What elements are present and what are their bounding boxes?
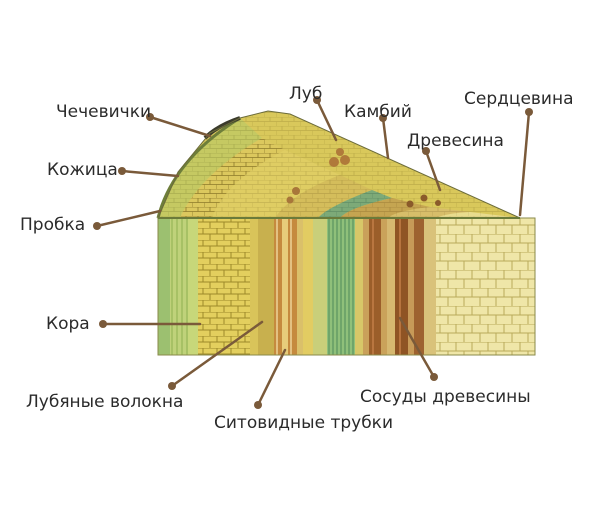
leader-line-wood-vessels: [398, 316, 436, 379]
leader-dot-wood: [422, 147, 430, 155]
leader-dot-phloem: [313, 96, 321, 104]
leader-dot-sieve-tubes: [254, 401, 262, 409]
label-lenticels: Чечевички: [56, 102, 152, 122]
label-pith: Сердцевина: [464, 89, 574, 109]
label-bark: Кора: [46, 314, 90, 334]
leader-line-pith: [518, 110, 531, 217]
leader-dot-wood-vessels: [430, 373, 438, 381]
leader-line-epidermis: [120, 169, 180, 178]
label-phloem: Луб: [289, 84, 323, 104]
leader-lines: [93, 96, 533, 409]
front-face: [158, 218, 535, 355]
top-face: [156, 110, 521, 219]
leader-dot-epidermis: [118, 167, 126, 175]
label-wood-vessels: Сосуды древесины: [360, 387, 531, 407]
leader-line-cork: [95, 209, 162, 228]
leader-dot-cork: [93, 222, 101, 230]
leader-dot-pith: [525, 108, 533, 116]
leader-dot-cambium: [379, 114, 387, 122]
label-bast-fibers: Лубяные волокна: [26, 392, 184, 412]
leader-line-phloem: [315, 98, 338, 142]
leader-dot-lenticels: [146, 113, 154, 121]
leader-line-sieve-tubes: [256, 348, 287, 407]
leader-line-wood: [424, 149, 442, 192]
leader-dot-bast-fibers: [168, 382, 176, 390]
label-cambium: Камбий: [344, 102, 412, 122]
label-wood: Древесина: [407, 131, 504, 151]
leader-line-lenticels: [148, 115, 212, 138]
leader-line-bast-fibers: [170, 320, 264, 388]
label-sieve-tubes: Ситовидные трубки: [214, 413, 393, 433]
label-cork: Пробка: [20, 215, 86, 235]
label-epidermis: Кожица: [47, 160, 118, 180]
leader-line-cambium: [381, 116, 390, 160]
leader-dot-bark: [99, 320, 107, 328]
